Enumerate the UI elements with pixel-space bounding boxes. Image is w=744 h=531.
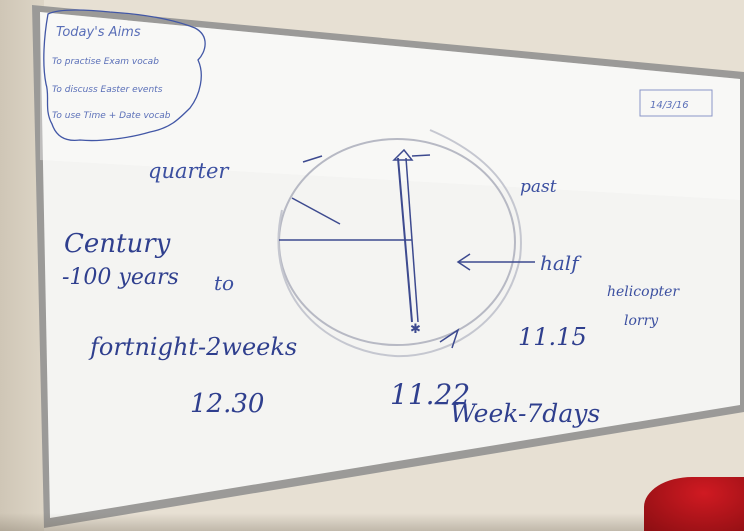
aims-item-2: To discuss Easter events — [52, 85, 163, 95]
note-week: Week-7days — [450, 399, 600, 428]
top-marker — [392, 148, 414, 161]
note-time-1122: 11.22 — [390, 378, 470, 411]
half-arrow-head — [456, 253, 471, 271]
center-star: ✱ — [410, 322, 421, 337]
aims-item-1: To practise Exam vocab — [52, 57, 159, 67]
word-half: half — [540, 251, 582, 275]
aims-cloud — [43, 9, 206, 142]
bottom-mark — [439, 328, 460, 349]
clock-outer-arc — [277, 129, 522, 358]
note-lorry: lorry — [624, 313, 659, 329]
top-dash — [411, 154, 431, 157]
whiteboard-surface — [40, 12, 740, 518]
red-chair — [644, 477, 744, 531]
note-helicopter: helicopter — [607, 284, 680, 300]
note-century-def: -100 years — [62, 265, 179, 290]
aims-title: Today's Aims — [56, 25, 141, 40]
top-arrow — [302, 155, 323, 163]
word-past: past — [520, 177, 557, 197]
floor-shadow — [0, 513, 744, 531]
note-time-1115: 11.15 — [518, 323, 587, 351]
word-quarter: quarter — [148, 159, 230, 183]
date-label: 14/3/16 — [650, 100, 689, 111]
quarter-pointer — [291, 197, 341, 225]
note-century: Century — [64, 229, 171, 259]
date-box — [639, 89, 713, 117]
note-time-1230: 12.30 — [190, 389, 264, 419]
note-fortnight: fortnight-2weeks — [88, 333, 297, 361]
word-to: to — [214, 271, 234, 295]
aims-item-3: To use Time + Date vocab — [52, 111, 171, 121]
